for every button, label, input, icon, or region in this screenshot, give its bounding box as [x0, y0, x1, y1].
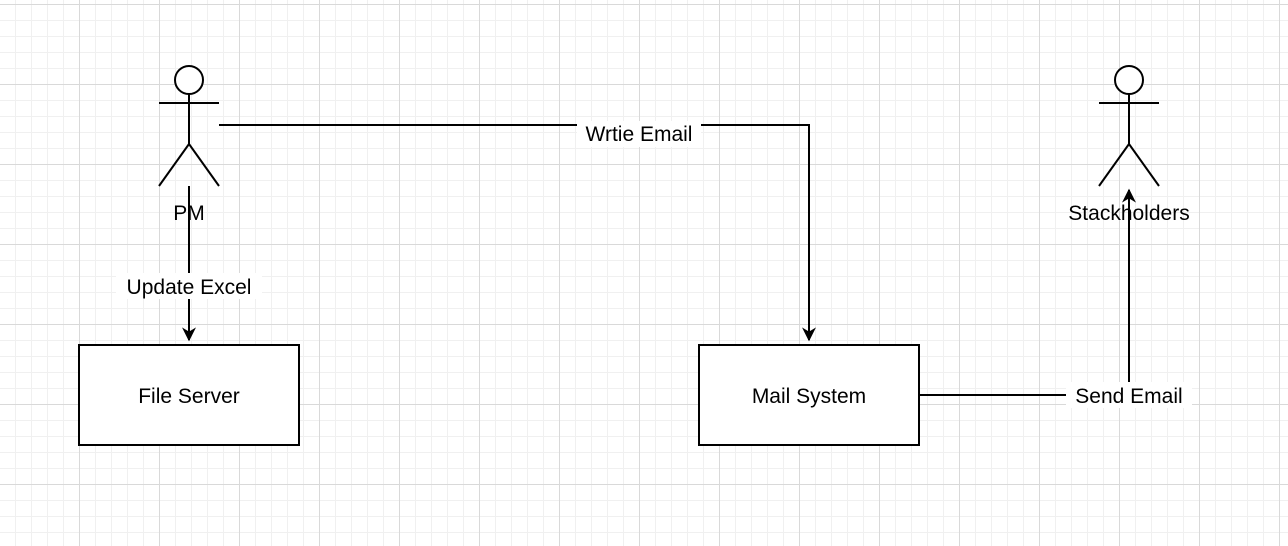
node-file-server-label: File Server: [138, 385, 240, 408]
edge-write-email[interactable]: Wrtie Email: [219, 121, 816, 342]
actor-pm-figure-icon: [158, 65, 220, 187]
actor-stakeholders-label: Stackholders: [1068, 202, 1189, 225]
node-mail-system-label: Mail System: [752, 385, 866, 408]
node-mail-system[interactable]: Mail System: [698, 344, 920, 446]
node-file-server[interactable]: File Server: [78, 344, 300, 446]
node-mail-system-box[interactable]: [698, 344, 920, 446]
edge-write-email-label: Wrtie Email: [586, 123, 693, 146]
edge-write-email-line[interactable]: [219, 124, 816, 342]
actor-stakeholders[interactable]: Stackholders: [1068, 65, 1190, 225]
edge-update-excel-label-bg: [116, 273, 262, 299]
edge-update-excel[interactable]: Update Excel: [116, 186, 262, 342]
edge-write-email-label-bg: [577, 121, 701, 147]
edge-send-email-label: Send Email: [1075, 385, 1182, 408]
edge-send-email-label-bg: [1066, 382, 1192, 408]
edge-update-excel-label: Update Excel: [127, 276, 252, 299]
actor-pm[interactable]: PM: [158, 65, 220, 225]
actor-pm-label: PM: [173, 202, 205, 225]
edge-send-email[interactable]: Send Email: [919, 188, 1192, 408]
actor-stakeholders-figure-icon: [1098, 65, 1160, 187]
node-file-server-box[interactable]: [78, 344, 300, 446]
